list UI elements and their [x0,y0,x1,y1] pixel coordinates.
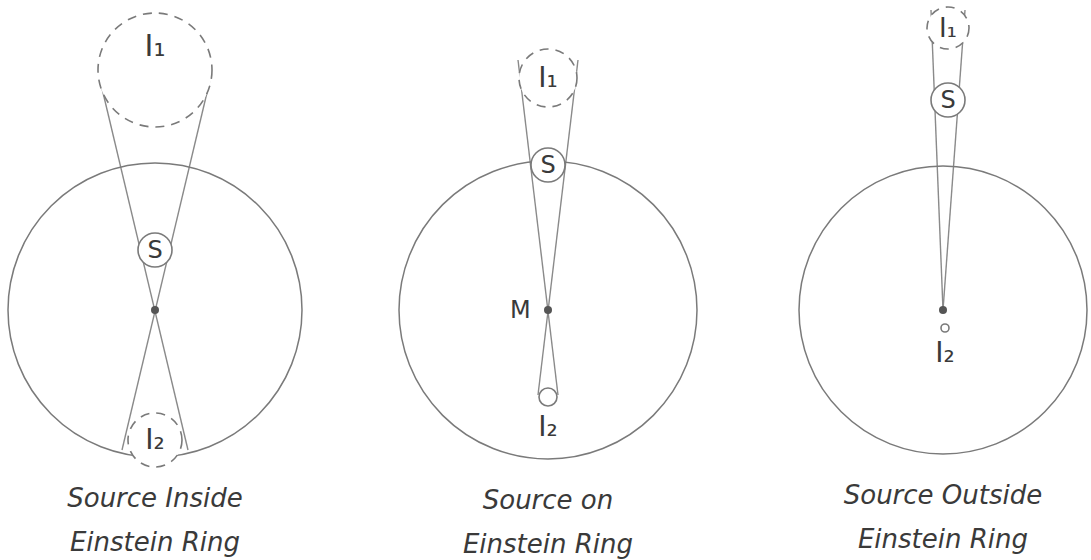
source-circle: S [930,82,966,118]
einstein-ring: Source on Einstein RingSI₂ [398,160,698,460]
light-ray [122,80,210,450]
circle-shape [539,388,557,406]
image-circle: I₁ [97,12,213,128]
image-label: I₂ [935,339,954,367]
circle-shape [531,148,565,182]
light-ray [518,60,558,395]
circle-shape [799,166,1087,454]
circle-shape [138,233,172,267]
light-ray [100,80,188,450]
circle-shape [8,163,302,457]
light-ray [943,10,965,310]
image-circle: I₁ [518,48,578,108]
circle-outline [97,12,213,128]
mass-label: M [510,298,531,322]
circle-outline [940,323,950,333]
lens-mass-dot [939,306,947,314]
source-circle: S [137,232,173,268]
circle-outline [538,387,558,407]
circle-shape [128,413,182,467]
circle-shape [519,49,577,107]
circle-shape [927,7,969,49]
circle-shape [931,83,965,117]
source-circle: S [530,147,566,183]
source-label: S [147,238,162,262]
source-circle: I₂ [940,323,950,333]
image-label: I₂ [145,426,164,454]
panel-caption: Source on Einstein Ring [428,478,668,560]
image-circle: I₁ [926,6,970,50]
circle-shape [399,161,697,459]
lens-mass-dot [151,306,159,314]
circle-shape [98,13,212,127]
lens-mass-dot [544,306,552,314]
image-circle: I₂ [127,412,183,468]
einstein-ring: Source Outside Einstein RingSI₂ [798,165,1088,455]
panel-caption: Source Outside Einstein Ring [823,473,1063,560]
image-label: I₁ [145,31,166,61]
source-label: S [940,88,955,112]
panel-caption: Source Inside Einstein Ring [35,476,275,560]
source-circle: I₂ [538,387,558,407]
image-label: I₁ [538,64,557,92]
circle-shape [941,324,949,332]
image-label: I₁ [939,15,957,41]
einstein-ring: Source Inside Einstein RingSI₂ [7,162,303,458]
image-label: I₂ [538,413,557,441]
light-ray [538,60,578,395]
circle-outline [798,165,1088,455]
light-ray [931,10,943,310]
source-label: S [540,153,555,177]
